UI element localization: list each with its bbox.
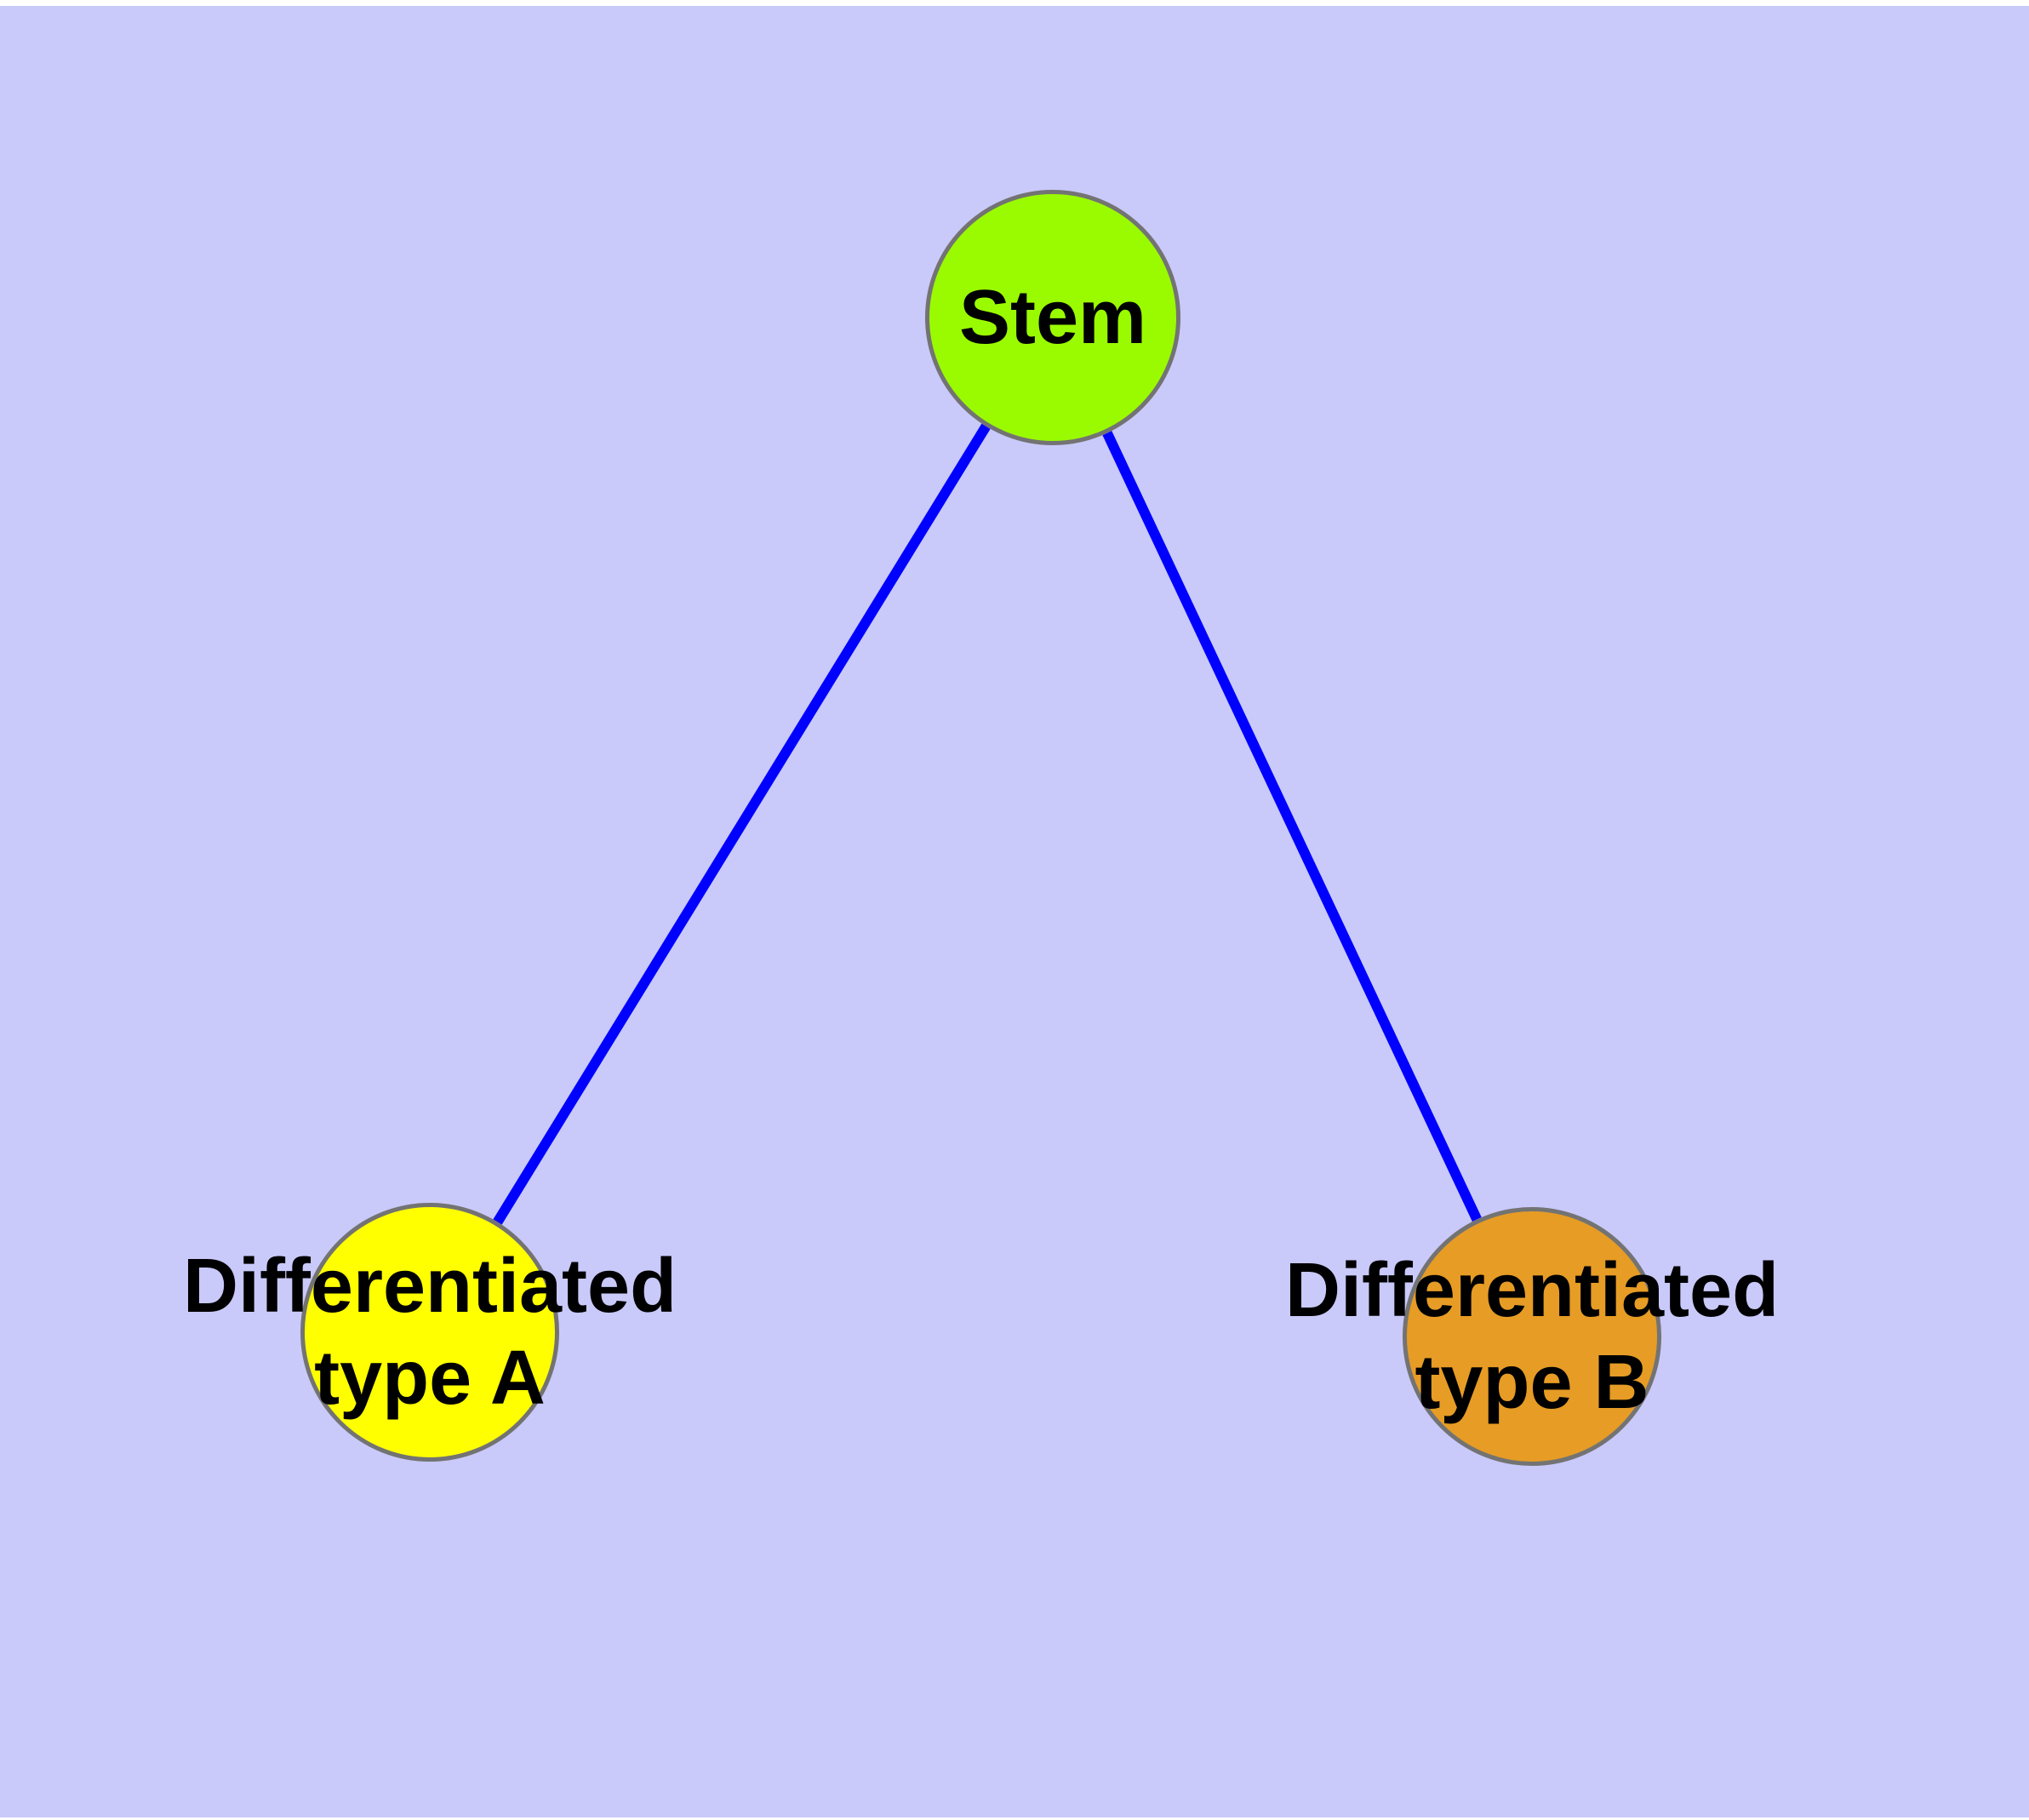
label-line: Differentiated bbox=[1284, 1248, 1780, 1333]
label-line: type B bbox=[1415, 1340, 1649, 1425]
node-label-stem: Stem bbox=[959, 272, 1146, 363]
node-label-differentiated-type-a: Differentiated type A bbox=[183, 1240, 677, 1424]
edge-stem-type-b bbox=[1102, 431, 1482, 1222]
node-label-differentiated-type-b: Differentiated type B bbox=[1285, 1245, 1779, 1428]
label-line: Differentiated bbox=[182, 1244, 677, 1329]
label-line: type A bbox=[314, 1336, 546, 1421]
label-line: Stem bbox=[958, 275, 1147, 360]
node-differentiated-type-a bbox=[300, 1203, 559, 1462]
node-differentiated-type-b bbox=[1403, 1207, 1661, 1466]
edge-stem-type-a bbox=[493, 423, 991, 1225]
node-stem bbox=[925, 190, 1180, 445]
